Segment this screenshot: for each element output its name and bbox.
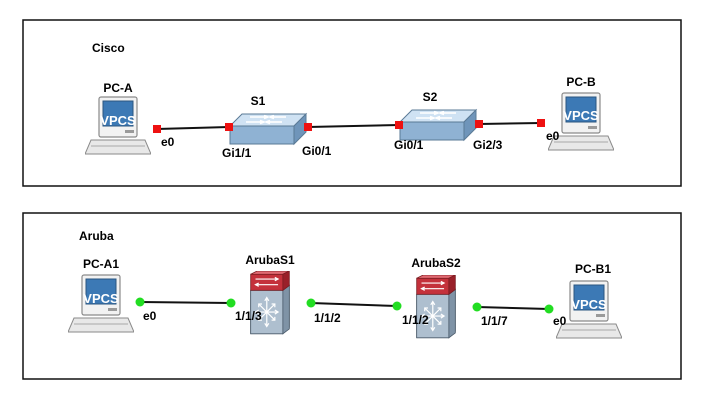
port-label-arubas2-1-1-7: 1/1/7 xyxy=(481,314,508,328)
port-marker[interactable] xyxy=(306,298,316,308)
aruba-switch-s1[interactable]: ArubaS1 xyxy=(245,253,295,335)
pc-screen-text: VPCS xyxy=(571,297,607,312)
cisco-switch-icon xyxy=(399,109,477,141)
pc-screen-text: VPCS xyxy=(83,291,119,306)
device-label-pc-b1: PC-B1 xyxy=(575,262,611,276)
aruba-group-title: Aruba xyxy=(79,229,114,243)
port-label-pcb-e0: e0 xyxy=(546,129,560,143)
cisco-port-markers xyxy=(153,119,545,133)
link-pca-s1[interactable] xyxy=(156,126,230,130)
aruba-port-markers xyxy=(135,297,554,314)
link-pca1-arubas1[interactable] xyxy=(139,301,232,304)
port-label-s2-gi0-1: Gi0/1 xyxy=(394,138,424,152)
multilayer-switch-icon xyxy=(249,271,291,335)
pc-a[interactable]: VPCS PC-A xyxy=(85,81,151,155)
aruba-links xyxy=(139,301,550,310)
pc-a1[interactable]: VPCS PC-A1 xyxy=(68,257,134,333)
device-label-s2: S2 xyxy=(423,90,438,104)
pc-b[interactable]: VPCS PC-B xyxy=(548,75,614,151)
cisco-port-labels: e0 Gi1/1 Gi0/1 Gi0/1 Gi2/3 e0 xyxy=(161,129,560,160)
device-label-pc-b: PC-B xyxy=(566,75,596,89)
aruba-port-labels: e0 1/1/3 1/1/2 1/1/2 1/1/7 e0 xyxy=(143,309,567,328)
device-label-s1: S1 xyxy=(251,94,266,108)
device-label-pc-a: PC-A xyxy=(103,81,133,95)
port-marker[interactable] xyxy=(135,297,145,307)
port-label-pcb1-e0: e0 xyxy=(553,314,567,328)
pc-b1[interactable]: VPCS PC-B1 xyxy=(556,262,622,339)
port-label-s1-gi0-1: Gi0/1 xyxy=(302,144,332,158)
link-s2-pcb[interactable] xyxy=(478,122,542,125)
device-label-pc-a1: PC-A1 xyxy=(83,257,119,271)
pc-screen-text: VPCS xyxy=(100,113,136,128)
port-label-arubas2-1-1-2: 1/1/2 xyxy=(402,313,429,327)
port-marker[interactable] xyxy=(304,123,312,131)
cisco-frame xyxy=(22,19,682,187)
multilayer-switch-icon xyxy=(415,275,457,339)
port-marker[interactable] xyxy=(395,121,403,129)
port-marker[interactable] xyxy=(226,298,236,308)
device-label-arubas1: ArubaS1 xyxy=(245,253,295,267)
device-label-arubas2: ArubaS2 xyxy=(411,256,461,270)
port-label-s1-gi1-1: Gi1/1 xyxy=(222,146,252,160)
link-arubas2-pcb1[interactable] xyxy=(476,306,550,310)
link-arubas1-arubas2[interactable] xyxy=(310,302,398,307)
port-marker[interactable] xyxy=(392,301,402,311)
switch-s2[interactable]: S2 xyxy=(399,90,477,141)
port-marker[interactable] xyxy=(153,125,161,133)
cisco-links xyxy=(156,122,542,130)
aruba-switch-s2[interactable]: ArubaS2 xyxy=(411,256,461,339)
port-marker[interactable] xyxy=(544,304,554,314)
aruba-frame xyxy=(22,212,682,380)
cisco-group-title: Cisco xyxy=(92,41,125,55)
port-label-s2-gi2-3: Gi2/3 xyxy=(473,138,503,152)
port-label-pca1-e0: e0 xyxy=(143,309,157,323)
switch-s1[interactable]: S1 xyxy=(229,94,307,145)
port-label-arubas1-1-1-2: 1/1/2 xyxy=(314,311,341,325)
port-marker[interactable] xyxy=(472,302,482,312)
cisco-switch-icon xyxy=(229,113,307,145)
link-s1-s2[interactable] xyxy=(307,124,400,128)
pc-screen-text: VPCS xyxy=(563,108,599,123)
port-label-arubas1-1-1-3: 1/1/3 xyxy=(235,309,262,323)
port-label-pca-e0: e0 xyxy=(161,135,175,149)
port-marker[interactable] xyxy=(475,120,483,128)
port-marker[interactable] xyxy=(225,123,233,131)
port-marker[interactable] xyxy=(537,119,545,127)
